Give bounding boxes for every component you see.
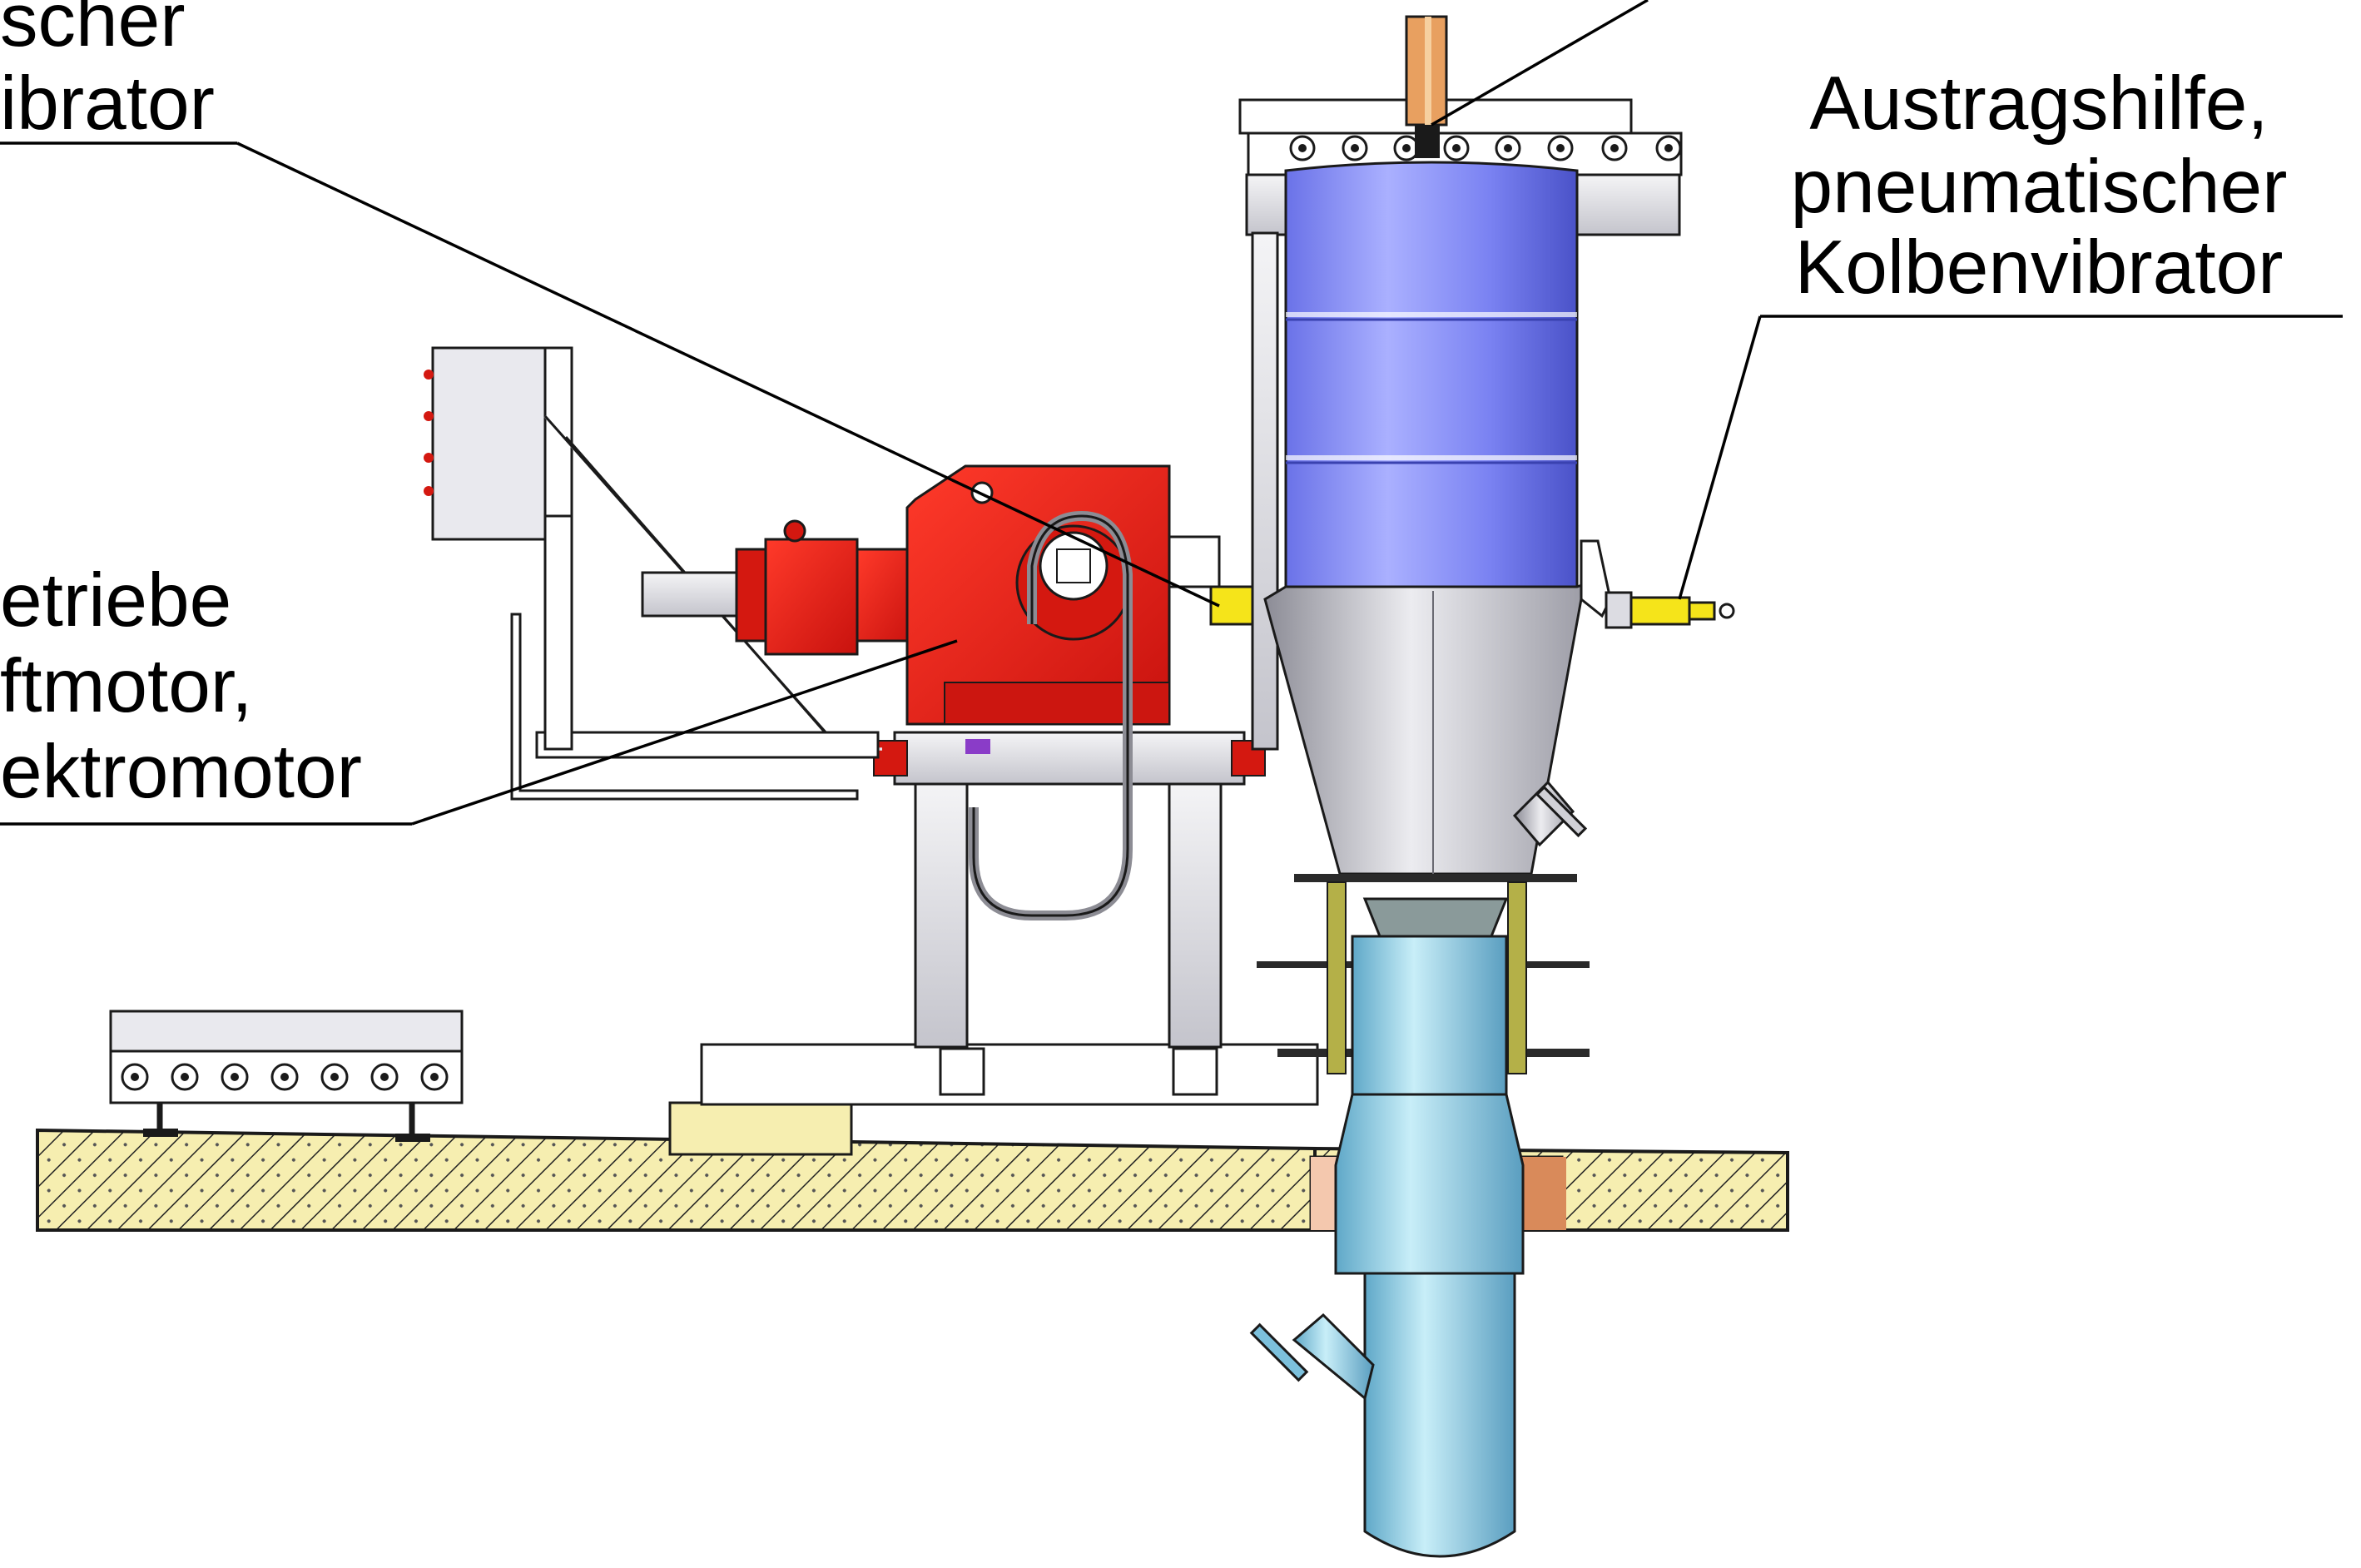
label-left-line-1: etriebe [0,558,231,643]
hopper-drum [1284,161,1579,593]
piston-vibrator [1605,591,1735,629]
label-top-left-line-1: scher [0,0,186,62]
label-right: Austragshilfe, pneumatischer Kolbenvibra… [1791,62,2288,310]
label-left-line-2: ftmotor, [0,644,252,728]
label-right-line-3: Kolbenvibrator [1795,226,2284,310]
leader-right [1678,315,1762,600]
label-top-left: scher ibrator [0,0,215,146]
discharge-cone [1263,539,1612,876]
motor-bracket-frame [424,346,882,801]
gearmotor [641,464,1258,920]
flange-bolts [1289,135,1682,161]
label-left-line-3: ektromotor [0,730,362,814]
outlet-assembly [1249,874,1590,1558]
leader-left [411,639,958,826]
label-right-line-1: Austragshilfe, [1809,62,2268,146]
bolt-row [121,1063,449,1091]
label-right-line-2: pneumatischer [1791,145,2288,229]
floor-slab [36,1128,1789,1232]
callout-leaders [0,0,2343,826]
leader-top-spindle [1431,0,1649,127]
floor-junction-box [109,1010,464,1142]
hopper-frame [1238,15,1683,751]
machine-stand [668,731,1319,1156]
label-top-left-line-2: ibrator [0,62,215,146]
leader-top-left [236,141,1220,608]
label-left: etriebe ftmotor, ektromotor [0,558,362,814]
